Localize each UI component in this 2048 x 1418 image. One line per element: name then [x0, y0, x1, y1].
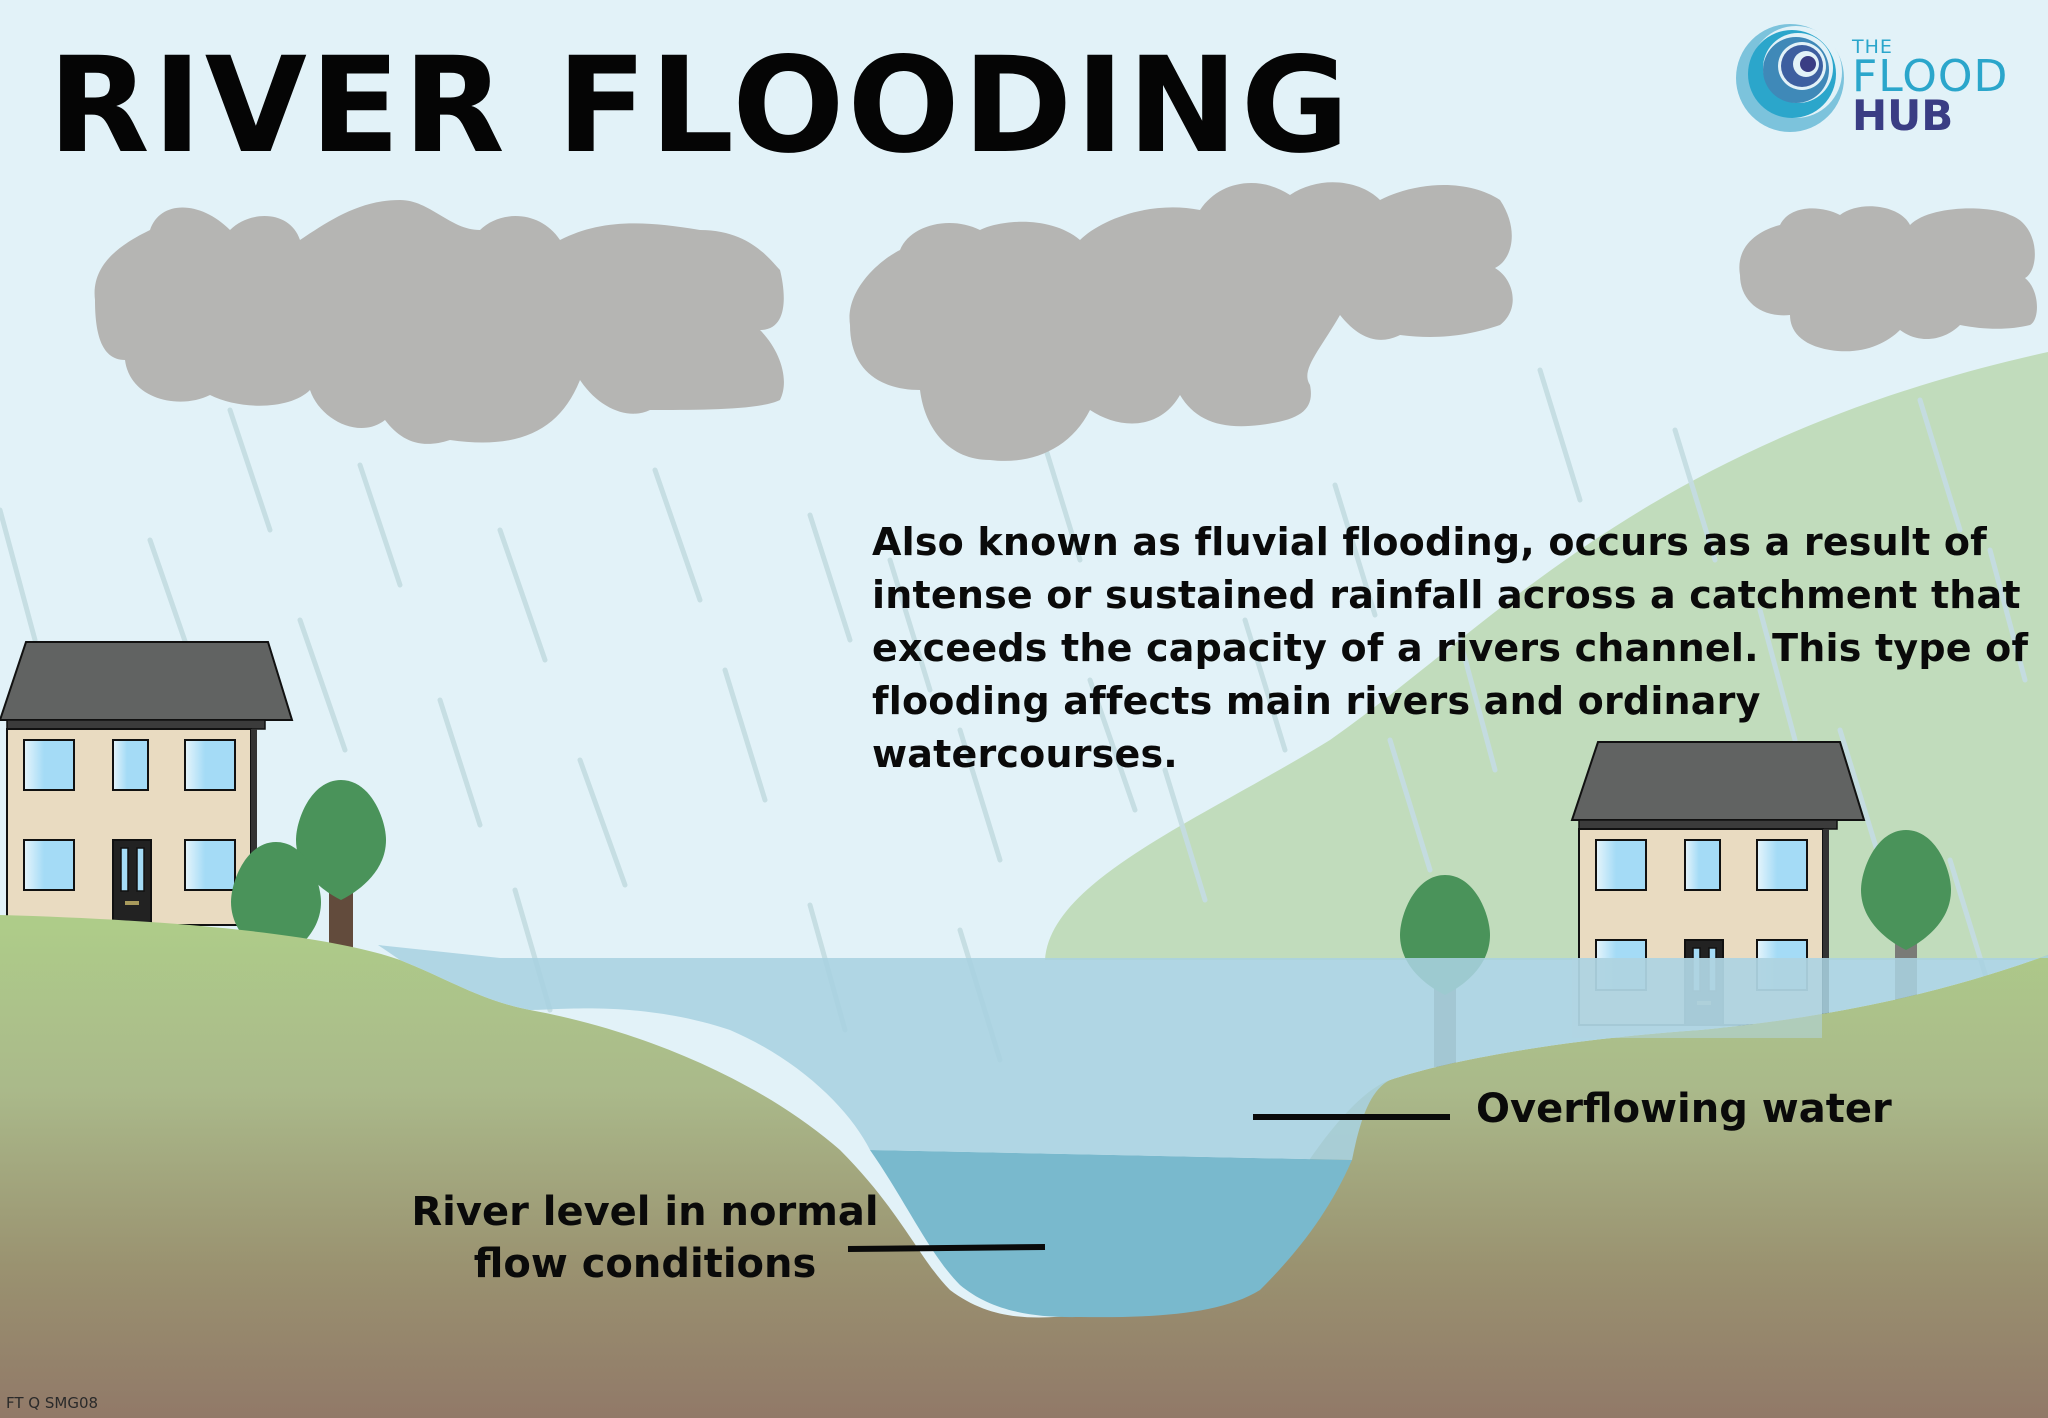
page-title: RIVER FLOODING: [48, 29, 1353, 183]
logo-text-hub: HUB: [1852, 91, 1954, 140]
logo-text-the: THE: [1852, 36, 1893, 58]
normal-label-line-2: flow conditions: [473, 1241, 817, 1287]
reference-code: FT Q SMG08: [6, 1394, 99, 1412]
normal-river-level-label: River level in normal flow conditions: [390, 1186, 900, 1290]
overflowing-water-label: Overflowing water: [1476, 1086, 1892, 1132]
house-submerged-overlay: [1572, 958, 1822, 1038]
normal-label-line-1: River level in normal: [411, 1189, 879, 1235]
description-text: Also known as fluvial flooding, occurs a…: [872, 520, 2029, 776]
river-normal-water: [870, 1150, 1352, 1318]
swirl-logo-icon: [1736, 24, 1844, 132]
logo-text-flood: FLOOD: [1852, 51, 2009, 102]
storm-clouds: [94, 182, 2037, 461]
ground: [0, 915, 2048, 1418]
normal-level-pointer-line: [847, 1244, 1046, 1252]
flood-hub-logo: THE FLOOD HUB: [1852, 38, 2008, 137]
